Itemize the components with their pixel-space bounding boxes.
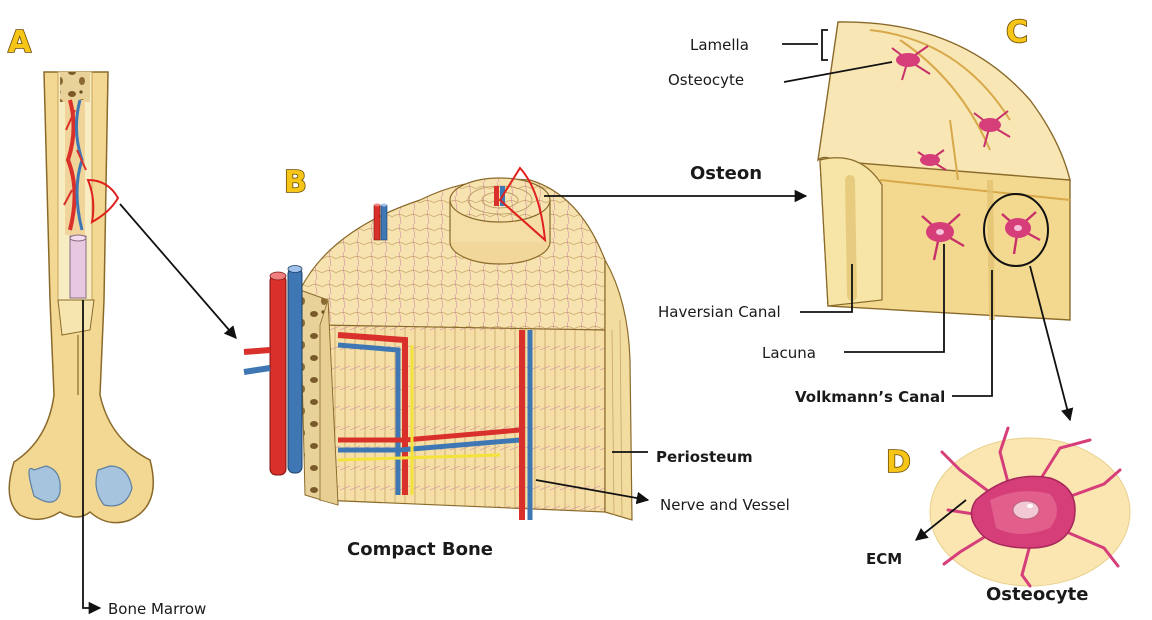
lamella-bracket [822, 30, 828, 60]
label-ecm: ECM [866, 550, 902, 568]
compact-bone-block [244, 168, 632, 520]
label-haversian-canal: Haversian Canal [658, 303, 781, 321]
label-lacuna: Lacuna [762, 344, 816, 362]
label-periosteum: Periosteum [656, 448, 753, 466]
osteocyte-closeup [930, 428, 1130, 586]
panel-letter-d: D [886, 445, 911, 480]
panel-letter-c: C [1006, 15, 1028, 50]
label-volkmanns-canal: Volkmann’s Canal [795, 388, 945, 406]
label-lamella: Lamella [690, 36, 749, 54]
label-compact-bone: Compact Bone [347, 539, 493, 560]
label-osteon: Osteon [690, 163, 762, 184]
label-bone-marrow: Bone Marrow [108, 600, 206, 618]
panel-letter-a: A [8, 25, 32, 60]
label-osteocyte-top: Osteocyte [668, 71, 744, 89]
arrow-a-to-b [120, 204, 236, 338]
label-nerve-and-vessel: Nerve and Vessel [660, 496, 790, 514]
label-osteocyte-cell: Osteocyte [986, 584, 1088, 605]
long-bone-illustration [9, 72, 153, 523]
panel-letter-b: B [284, 165, 307, 200]
